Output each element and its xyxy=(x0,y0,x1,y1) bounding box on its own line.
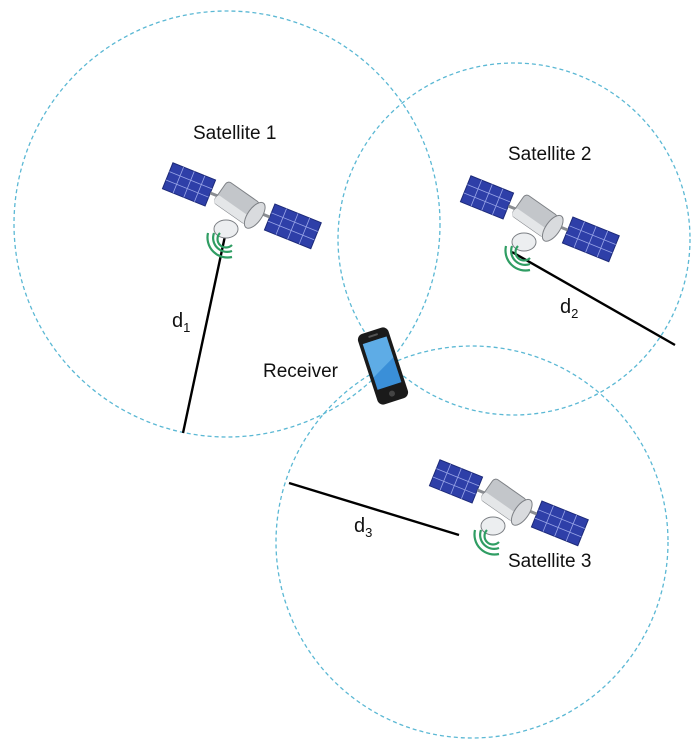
distance-d2-index: 2 xyxy=(571,306,579,321)
range-circle-2 xyxy=(337,62,691,416)
range-circle-3 xyxy=(275,345,669,739)
satellite-2-icon xyxy=(458,174,621,273)
receiver-label: Receiver xyxy=(263,361,338,382)
distance-d2-label: d2 xyxy=(560,296,578,321)
satellite-2-label: Satellite 2 xyxy=(508,144,592,165)
distance-d3-symbol: d xyxy=(354,515,366,537)
distance-line-d2 xyxy=(511,250,676,347)
distance-d3-index: 3 xyxy=(365,525,373,540)
distance-line-d1 xyxy=(181,235,227,434)
satellite-3-icon xyxy=(427,458,590,557)
satellite-3-label: Satellite 3 xyxy=(508,551,592,572)
satellite-1-label: Satellite 1 xyxy=(193,123,277,144)
range-circle-1 xyxy=(13,10,441,438)
distance-d1-index: 1 xyxy=(183,320,191,335)
distance-d2-symbol: d xyxy=(560,296,572,318)
distance-d3-label: d3 xyxy=(354,515,372,540)
distance-d1-symbol: d xyxy=(172,310,184,332)
distance-d1-label: d1 xyxy=(172,310,190,335)
satellite-1-icon xyxy=(160,161,323,260)
smartphone-icon xyxy=(357,327,409,405)
distance-line-d3 xyxy=(288,481,460,537)
